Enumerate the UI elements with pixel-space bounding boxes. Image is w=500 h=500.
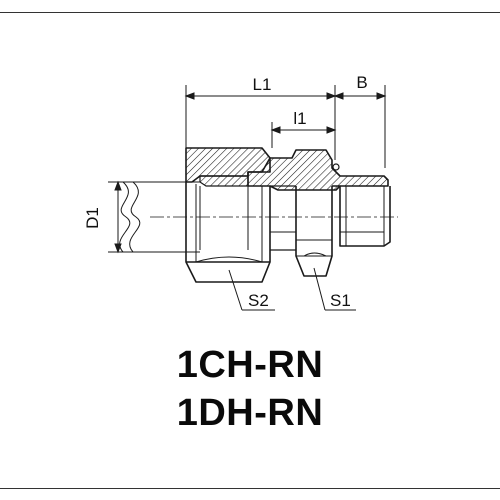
leader-s2 bbox=[228, 269, 275, 311]
label-d1: D1 bbox=[83, 207, 102, 229]
label-b: B bbox=[356, 73, 367, 92]
dimension-l1 bbox=[184, 85, 337, 160]
bottom-border-rule bbox=[0, 488, 500, 489]
top-border-rule bbox=[0, 12, 500, 13]
dimension-d1 bbox=[108, 180, 200, 254]
fitting-technical-drawing: L1 B l1 D1 bbox=[83, 73, 398, 311]
product-code-1: 1CH-RN bbox=[176, 344, 324, 386]
dimension-small-l1 bbox=[270, 122, 337, 148]
leader-s1 bbox=[313, 267, 356, 311]
label-l1: L1 bbox=[253, 75, 272, 94]
label-small-l1: l1 bbox=[293, 109, 306, 128]
label-s1: S1 bbox=[330, 291, 351, 310]
dimension-b bbox=[333, 85, 387, 168]
product-code-2: 1DH-RN bbox=[176, 392, 324, 434]
label-s2: S2 bbox=[248, 291, 269, 310]
fitting-body bbox=[185, 147, 391, 283]
